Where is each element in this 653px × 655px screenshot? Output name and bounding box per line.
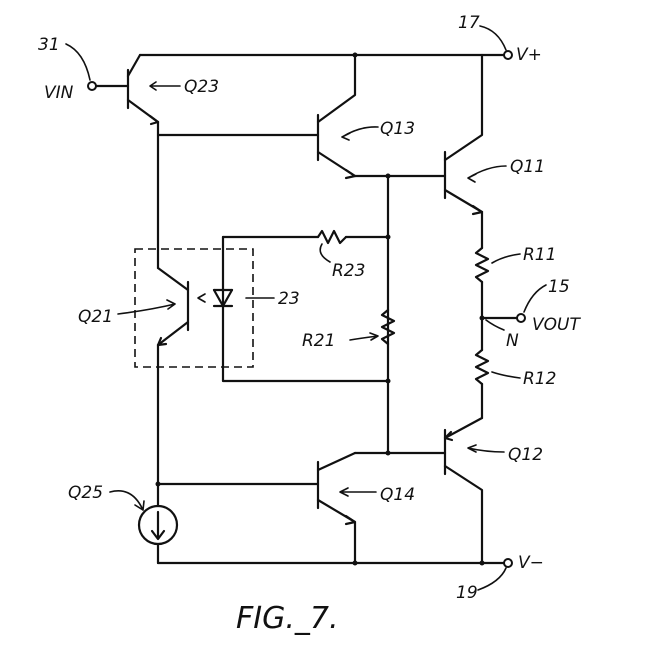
label-q14: Q14 bbox=[380, 485, 415, 505]
leader-31 bbox=[65, 43, 91, 81]
leader-q14 bbox=[339, 487, 377, 497]
label-q13: Q13 bbox=[380, 119, 415, 139]
leader-q11 bbox=[467, 165, 507, 183]
junction-bottom-q14 bbox=[352, 560, 358, 566]
label-q12: Q12 bbox=[508, 445, 543, 465]
label-vminus: V− bbox=[518, 553, 544, 573]
label-r12: R12 bbox=[523, 369, 556, 389]
diode-loop-left bbox=[221, 235, 390, 383]
optocoupler-box bbox=[134, 248, 254, 368]
label-r21: R21 bbox=[302, 331, 335, 351]
figure-caption: FIG._7. bbox=[236, 601, 339, 636]
label-node-n: N bbox=[506, 331, 519, 351]
leader-17 bbox=[479, 25, 507, 51]
leader-q23 bbox=[149, 81, 181, 91]
leader-15 bbox=[523, 284, 547, 313]
leader-19 bbox=[477, 567, 507, 591]
leader-q25 bbox=[109, 490, 145, 511]
label-q21: Q21 bbox=[78, 307, 113, 327]
diode-23 bbox=[212, 288, 234, 308]
label-r23: R23 bbox=[332, 261, 365, 281]
leader-r23 bbox=[319, 243, 331, 263]
leader-r21 bbox=[349, 332, 379, 341]
label-r11: R11 bbox=[523, 245, 556, 265]
junction-bottom-q12 bbox=[479, 560, 485, 566]
label-q11: Q11 bbox=[510, 157, 545, 177]
label-node-15: 15 bbox=[548, 277, 570, 297]
leader-r11 bbox=[491, 253, 521, 264]
label-vout: VOUT bbox=[532, 315, 581, 335]
vplus-terminal bbox=[503, 50, 513, 60]
leader-q21 bbox=[117, 299, 176, 315]
label-vin: VIN bbox=[44, 83, 74, 103]
transistor-q14 bbox=[316, 451, 357, 565]
resistor-r21 bbox=[380, 308, 396, 346]
photon-arrows bbox=[197, 293, 206, 303]
label-node-31: 31 bbox=[38, 35, 60, 55]
vminus-terminal bbox=[503, 558, 513, 568]
transistor-q12 bbox=[443, 416, 484, 565]
transistor-q11 bbox=[443, 53, 484, 216]
label-node-19: 19 bbox=[456, 583, 478, 603]
vin-terminal bbox=[87, 81, 97, 91]
leader-q13 bbox=[341, 126, 379, 141]
label-q23: Q23 bbox=[184, 77, 219, 97]
leader-q12 bbox=[467, 444, 505, 453]
label-diode-23: 23 bbox=[278, 289, 300, 309]
resistor-r23 bbox=[316, 229, 348, 245]
leader-n bbox=[485, 319, 505, 331]
current-source-q25 bbox=[137, 504, 179, 546]
resistor-r11 bbox=[474, 246, 490, 284]
transistor-q13 bbox=[316, 53, 357, 180]
leader-r12 bbox=[491, 371, 521, 379]
label-node-17: 17 bbox=[458, 13, 480, 33]
vout-terminal bbox=[516, 313, 526, 323]
resistor-r12 bbox=[474, 348, 490, 386]
label-q25: Q25 bbox=[68, 483, 103, 503]
transistor-q23 bbox=[93, 53, 160, 126]
label-vplus: V+ bbox=[516, 45, 542, 65]
